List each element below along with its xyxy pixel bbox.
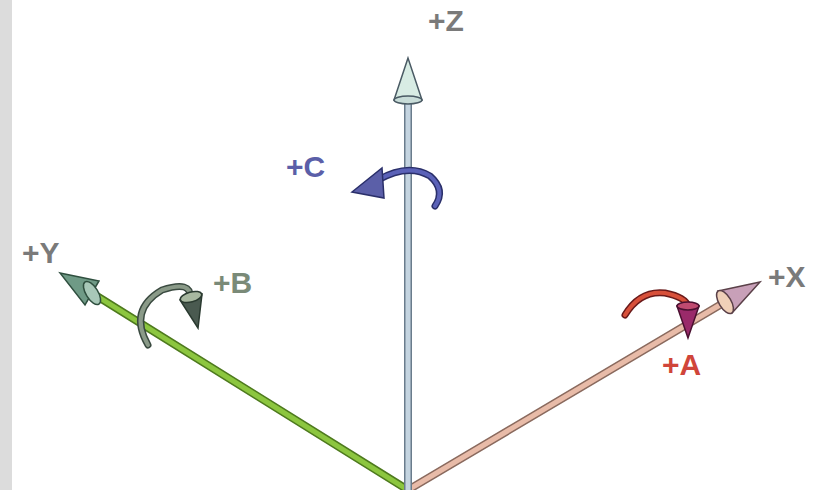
z-axis — [394, 58, 422, 490]
axis-label: +X — [768, 262, 806, 292]
b-rotation-arrow — [141, 286, 203, 345]
rotation-label: +C — [286, 152, 325, 182]
axis-label: +Y — [22, 238, 60, 268]
rotation-label: +A — [662, 350, 701, 380]
a-rotation-arrow — [625, 293, 699, 338]
rotation-label: +B — [213, 268, 252, 298]
c-rotation-arrow — [352, 168, 439, 206]
x-axis — [408, 282, 760, 490]
y-axis — [60, 273, 408, 490]
axis-label: +Z — [428, 6, 464, 36]
background-panel — [12, 0, 825, 490]
